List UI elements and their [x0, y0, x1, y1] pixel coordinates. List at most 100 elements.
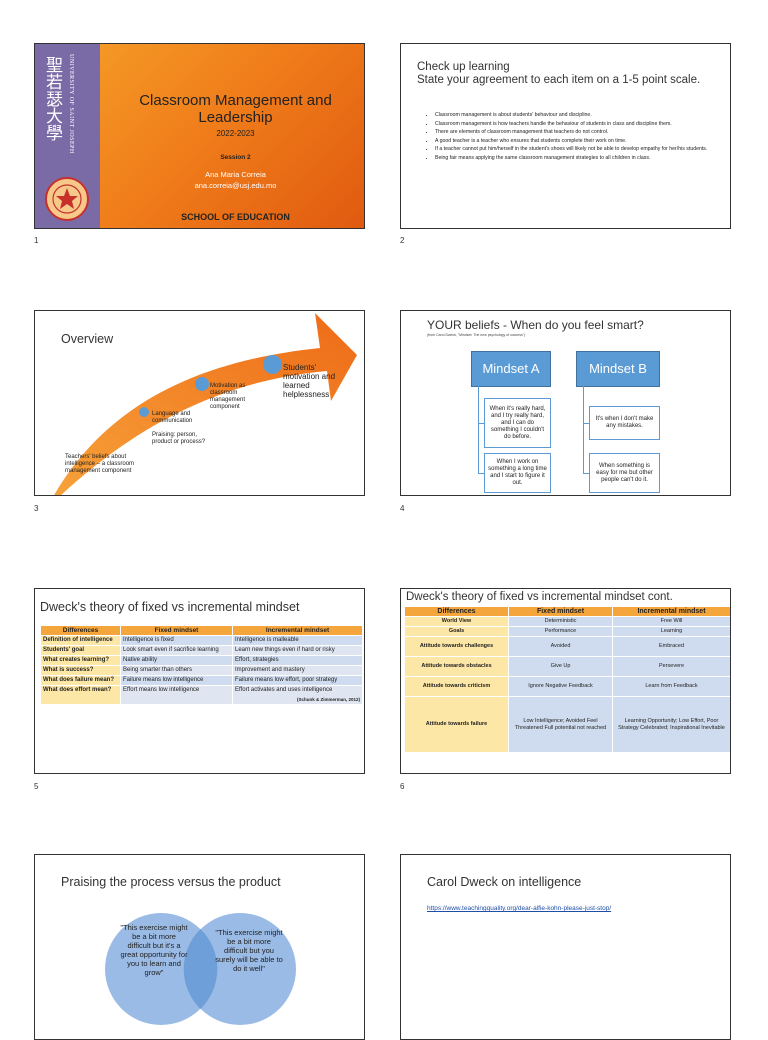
table-row: Attitude towards obstacles Give Up Perse…	[404, 656, 730, 677]
table-cell: Performance	[508, 626, 613, 637]
table-cell: Free Will	[612, 616, 730, 627]
slide-5-title: Dweck's theory of fixed vs incremental m…	[40, 600, 300, 614]
slide-6-title: Dweck's theory of fixed vs incremental m…	[406, 591, 673, 603]
table-cell: Failure means low intelligence	[120, 675, 233, 686]
column-header: Differences	[40, 625, 121, 636]
table-cell: Low Intelligence; Avoided Feel Threatene…	[508, 696, 613, 753]
slide-1-presenter: Ana Maria Correia	[205, 170, 266, 179]
bullet-item: Classroom management is about students' …	[435, 112, 725, 118]
slide-7[interactable]: Praising the process versus the product …	[34, 854, 365, 1040]
overview-arrow-graphic	[54, 313, 357, 495]
table-cell: Effort activates and uses intelligence (…	[232, 685, 363, 705]
table-cell: Learn new things even if hard or risky	[232, 645, 363, 656]
table-cell: Learning	[612, 626, 730, 637]
column-header: Fixed mindset	[120, 625, 233, 636]
slide-1-year: 2022-2023	[216, 129, 255, 138]
slide-1-title: Classroom Management and Leadership	[139, 92, 332, 126]
university-seal-icon	[45, 177, 89, 221]
row-label: Attitude towards failure	[404, 696, 509, 753]
slide-4-subtitle: (from Carol Dweck, "Mindset: The new psy…	[427, 333, 526, 337]
table-cell: Give Up	[508, 656, 613, 677]
row-label: What does effort mean?	[40, 685, 121, 705]
table-cell: Intelligence is fixed	[120, 635, 233, 646]
connector-line	[583, 423, 589, 424]
slide-8-title: Carol Dweck on intelligence	[427, 875, 582, 889]
table-row: What does failure mean? Failure means lo…	[40, 675, 363, 686]
table-row: World View Deterministic Free Will	[404, 616, 730, 627]
table-cell: Ignore Negative Feedback	[508, 676, 613, 697]
row-label: What does failure mean?	[40, 675, 121, 686]
table-header-row: Differences Fixed mindset Incremental mi…	[40, 625, 363, 636]
university-chinese-name: 聖若瑟大學	[42, 56, 62, 141]
table-cell: Being smarter than others	[120, 665, 233, 676]
overview-step-1: Teachers' beliefs about intelligence – a…	[65, 454, 135, 474]
overview-step-2b: Praising: person, product or process?	[152, 432, 206, 445]
table-cell: Native ability	[120, 655, 233, 666]
slide-1-email: ana.correia@usj.edu.mo	[194, 181, 277, 190]
slide-1-school: SCHOOL OF EDUCATION	[181, 212, 290, 222]
citation: (Schunk & Zimmerman, 2012)	[296, 697, 360, 702]
university-sidebar: 聖若瑟大學 UNIVERSITY OF SAINT JOSEPH	[35, 44, 100, 228]
table-row: Goals Performance Learning	[404, 626, 730, 637]
table-cell: Effort, strategies	[232, 655, 363, 666]
slide-2-title-line1: Check up learning	[417, 61, 510, 73]
slide-2[interactable]: Check up learning State your agreement t…	[400, 43, 731, 229]
bullet-item: Classroom management is how teachers han…	[435, 121, 725, 127]
table-cell: Improvement and mastery	[232, 665, 363, 676]
table-row: Attitude towards failure Low Intelligenc…	[404, 696, 730, 753]
intelligence-article-link[interactable]: https://www.teachingquality.org/dear-alf…	[427, 905, 612, 912]
step-dot-icon	[195, 377, 209, 391]
slide-1[interactable]: 聖若瑟大學 UNIVERSITY OF SAINT JOSEPH Classro…	[34, 43, 365, 229]
slide-4-title: YOUR beliefs - When do you feel smart?	[427, 318, 644, 332]
slide-number-5: 5	[34, 782, 39, 791]
mindset-b-statement-2: When something is easy for me but other …	[589, 453, 660, 493]
slide-6[interactable]: Dweck's theory of fixed vs incremental m…	[400, 588, 731, 774]
mindset-a-statement-1: When it's really hard, and I try really …	[484, 398, 551, 448]
mindset-b-statement-1: It's when I don't make any mistakes.	[589, 406, 660, 440]
mindset-comparison-table: Differences Fixed mindset Incremental mi…	[40, 625, 363, 705]
slide-7-title: Praising the process versus the product	[61, 875, 281, 889]
overview-step-3: Motivation as classroom management compo…	[210, 383, 246, 410]
bullet-item: There are elements of classroom manageme…	[435, 129, 725, 135]
row-label: What is success?	[40, 665, 121, 676]
mindset-comparison-table-2: Differences Fixed mindset Incremental mi…	[404, 606, 730, 753]
mindset-b-box: Mindset B	[576, 351, 660, 387]
table-cell: Deterministic	[508, 616, 613, 627]
column-header: Incremental mindset	[612, 606, 730, 617]
slide-1-session: Session 2	[220, 154, 251, 161]
mindset-a-statement-2: When I work on something a long time and…	[484, 453, 551, 493]
university-english-name: UNIVERSITY OF SAINT JOSEPH	[68, 54, 74, 154]
table-row: Attitude towards criticism Ignore Negati…	[404, 676, 730, 697]
slide-4[interactable]: YOUR beliefs - When do you feel smart? (…	[400, 310, 731, 496]
table-row: What creates learning? Native ability Ef…	[40, 655, 363, 666]
row-label: World View	[404, 616, 509, 627]
row-label: Attitude towards criticism	[404, 676, 509, 697]
row-label: Goals	[404, 626, 509, 637]
overview-step-2a: Language and communication	[152, 411, 193, 424]
connector-line	[583, 386, 584, 474]
venn-diagram	[105, 913, 296, 1025]
table-cell: Embraced	[612, 636, 730, 657]
slide-number-3: 3	[34, 504, 39, 513]
slide-5[interactable]: Dweck's theory of fixed vs incremental m…	[34, 588, 365, 774]
overview-step-4: Students' motivation and learned helples…	[283, 363, 336, 399]
row-label: What creates learning?	[40, 655, 121, 666]
slide-2-title-line2: State your agreement to each item on a 1…	[417, 74, 701, 86]
column-header: Incremental mindset	[232, 625, 363, 636]
row-label: Attitude towards challenges	[404, 636, 509, 657]
table-row: Students' goal Look smart even if sacrif…	[40, 645, 363, 656]
slide-number-4: 4	[400, 504, 405, 513]
table-cell: Learn from Feedback	[612, 676, 730, 697]
table-header-row: Differences Fixed mindset Incremental mi…	[404, 606, 730, 617]
slide-number-1: 1	[34, 236, 39, 245]
table-cell: Effort means low intelligence	[120, 685, 233, 705]
step-dot-icon	[139, 407, 149, 417]
slide-3[interactable]: Overview Teachers' beliefs about intelli…	[34, 310, 365, 496]
slide-8[interactable]: Carol Dweck on intelligence https://www.…	[400, 854, 731, 1040]
step-dot-icon	[263, 355, 282, 374]
connector-line	[478, 423, 484, 424]
connector-line	[478, 473, 484, 474]
venn-left-text: "This exercise might be a bit more diffi…	[120, 923, 188, 977]
connector-line	[583, 473, 589, 474]
slide-number-6: 6	[400, 782, 405, 791]
